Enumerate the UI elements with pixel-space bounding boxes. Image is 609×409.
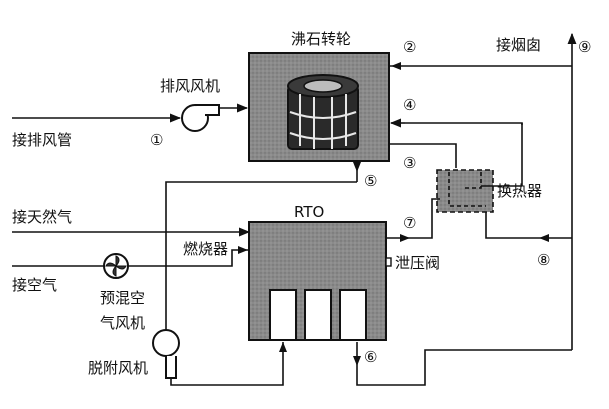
heat-exchanger-unit bbox=[436, 169, 494, 213]
stream-3-line bbox=[389, 143, 457, 168]
stream-8-line bbox=[485, 212, 572, 239]
rto-label: RTO bbox=[294, 203, 324, 221]
air-label: 接空气 bbox=[12, 276, 57, 294]
stream-number-9: ⑨ bbox=[578, 38, 591, 56]
premix-fan-label-line1: 预混空 bbox=[100, 289, 145, 307]
stream-number-3: ③ bbox=[403, 154, 416, 172]
desorption-to-rto-line bbox=[170, 342, 284, 386]
relief-valve-icon bbox=[385, 257, 392, 267]
desorption-to-rto-arrow bbox=[279, 342, 287, 352]
zeolite-rotor-label: 沸石转轮 bbox=[291, 30, 351, 48]
stream-2-arrow bbox=[391, 62, 401, 70]
premix-fan-icon bbox=[103, 253, 129, 279]
rotor-cylinder-icon bbox=[287, 74, 359, 150]
stream-5-arrow bbox=[353, 162, 361, 172]
natural-gas-label: 接天然气 bbox=[12, 208, 72, 226]
stream-number-8: ⑧ bbox=[537, 251, 550, 269]
regenerator-bed-2 bbox=[304, 289, 332, 341]
stream-number-4: ④ bbox=[403, 96, 416, 114]
stream-6-line bbox=[356, 342, 572, 386]
exhaust-fan-icon bbox=[181, 104, 220, 132]
stream-6-arrow bbox=[353, 356, 361, 366]
stream-number-6: ⑥ bbox=[364, 348, 377, 366]
heat-exchanger-label: 换热器 bbox=[497, 182, 542, 200]
desorption-fan-label: 脱附风机 bbox=[88, 359, 148, 377]
zeolite-rotor-unit bbox=[248, 52, 390, 162]
regenerator-bed-1 bbox=[269, 289, 297, 341]
regenerator-bed-3 bbox=[339, 289, 367, 341]
stream-5-line bbox=[165, 181, 357, 330]
stream-number-2: ② bbox=[403, 38, 416, 56]
relief-valve-label: 泄压阀 bbox=[395, 254, 440, 272]
burner-label: 燃烧器 bbox=[183, 240, 228, 258]
stream-8-arrow bbox=[539, 234, 549, 242]
stream-4-line bbox=[405, 122, 523, 125]
premix-to-burner-arrow bbox=[238, 246, 248, 254]
exhaust-fan-label: 排风风机 bbox=[160, 77, 220, 95]
stream-7-arrow bbox=[400, 234, 410, 242]
premix-fan-label-line2: 气风机 bbox=[100, 314, 145, 332]
rto-unit bbox=[248, 221, 387, 341]
stream-number-7: ⑦ bbox=[403, 214, 416, 232]
exhaust-duct-label: 接排风管 bbox=[12, 131, 72, 149]
stream-number-1: ① bbox=[150, 131, 163, 149]
chimney-label: 接烟囱 bbox=[496, 36, 541, 54]
desorption-fan-icon bbox=[152, 329, 180, 379]
stream-number-5: ⑤ bbox=[364, 172, 377, 190]
